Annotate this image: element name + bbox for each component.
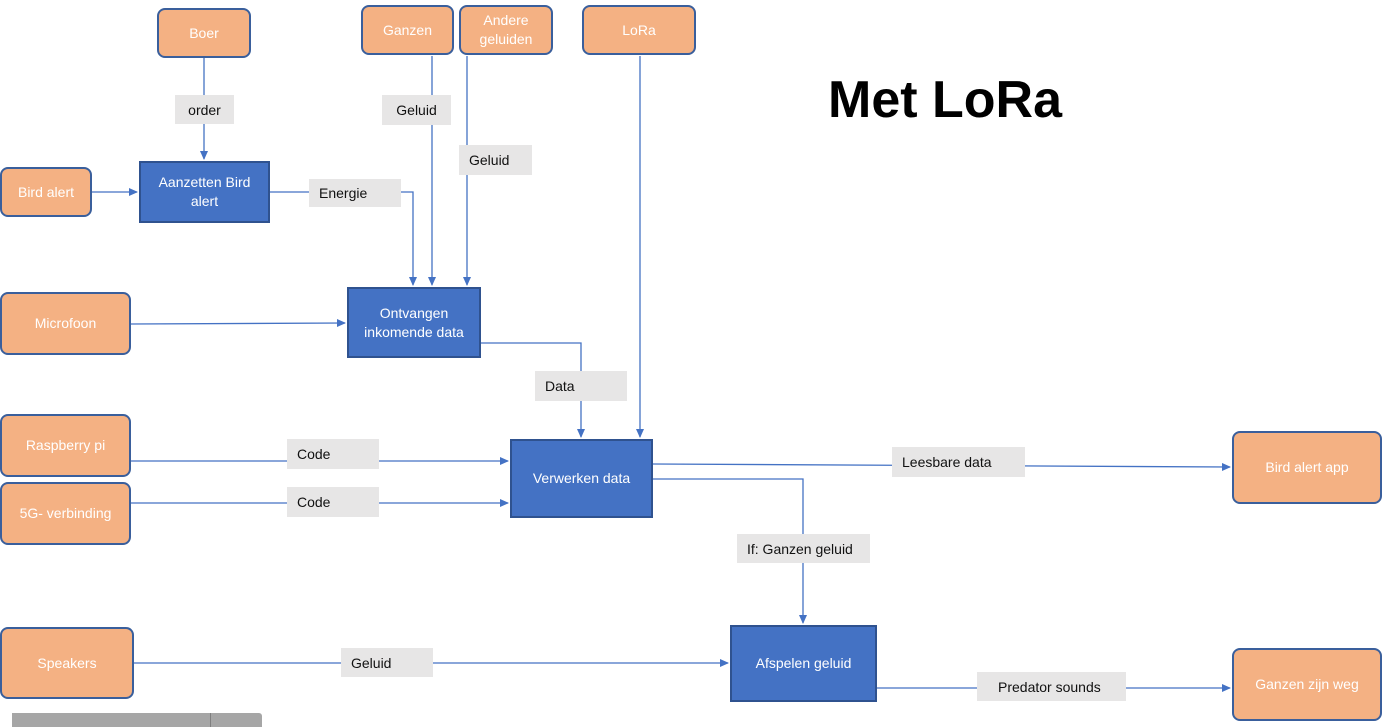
label-leesbare-data: Leesbare data xyxy=(892,447,1025,477)
bottom-toolbar xyxy=(12,713,262,727)
node-5g-verbinding: 5G- verbinding xyxy=(0,482,131,545)
arrow-verwerken-to-afspelen xyxy=(653,478,807,624)
process-afspelen-geluid: Afspelen geluid xyxy=(730,625,877,702)
label-order: order xyxy=(175,95,234,124)
process-verwerken-data: Verwerken data xyxy=(510,439,653,518)
label-data: Data xyxy=(535,371,627,401)
diagram-title: Met LoRa xyxy=(828,71,1062,129)
arrow-microfoon-to-ontvangen xyxy=(130,319,346,328)
label-energie: Energie xyxy=(309,179,401,207)
label-code-raspberry: Code xyxy=(287,439,379,469)
label-code-5g: Code xyxy=(287,487,379,517)
toolbar-divider xyxy=(210,713,211,727)
label-if-ganzen-geluid: If: Ganzen geluid xyxy=(737,534,870,563)
process-aanzetten-bird-alert: Aanzetten Bird alert xyxy=(139,161,270,223)
label-predator-sounds: Predator sounds xyxy=(977,672,1126,701)
node-speakers: Speakers xyxy=(0,627,134,699)
label-geluid-andere: Geluid xyxy=(459,145,532,175)
node-bird-alert-app: Bird alert app xyxy=(1232,431,1382,504)
label-geluid-ganzen: Geluid xyxy=(382,95,451,125)
label-geluid-speakers: Geluid xyxy=(341,648,433,677)
node-lora: LoRa xyxy=(582,5,696,55)
node-ganzen-zijn-weg: Ganzen zijn weg xyxy=(1232,648,1382,721)
node-ganzen: Ganzen xyxy=(361,5,454,55)
node-boer: Boer xyxy=(157,8,251,58)
node-andere-geluiden: Andere geluiden xyxy=(459,5,553,55)
node-bird-alert: Bird alert xyxy=(0,167,92,217)
node-raspberry-pi: Raspberry pi xyxy=(0,414,131,477)
arrow-ontvangen-to-verwerken xyxy=(481,342,585,438)
node-microfoon: Microfoon xyxy=(0,292,131,355)
process-ontvangen-data: Ontvangen inkomende data xyxy=(347,287,481,358)
